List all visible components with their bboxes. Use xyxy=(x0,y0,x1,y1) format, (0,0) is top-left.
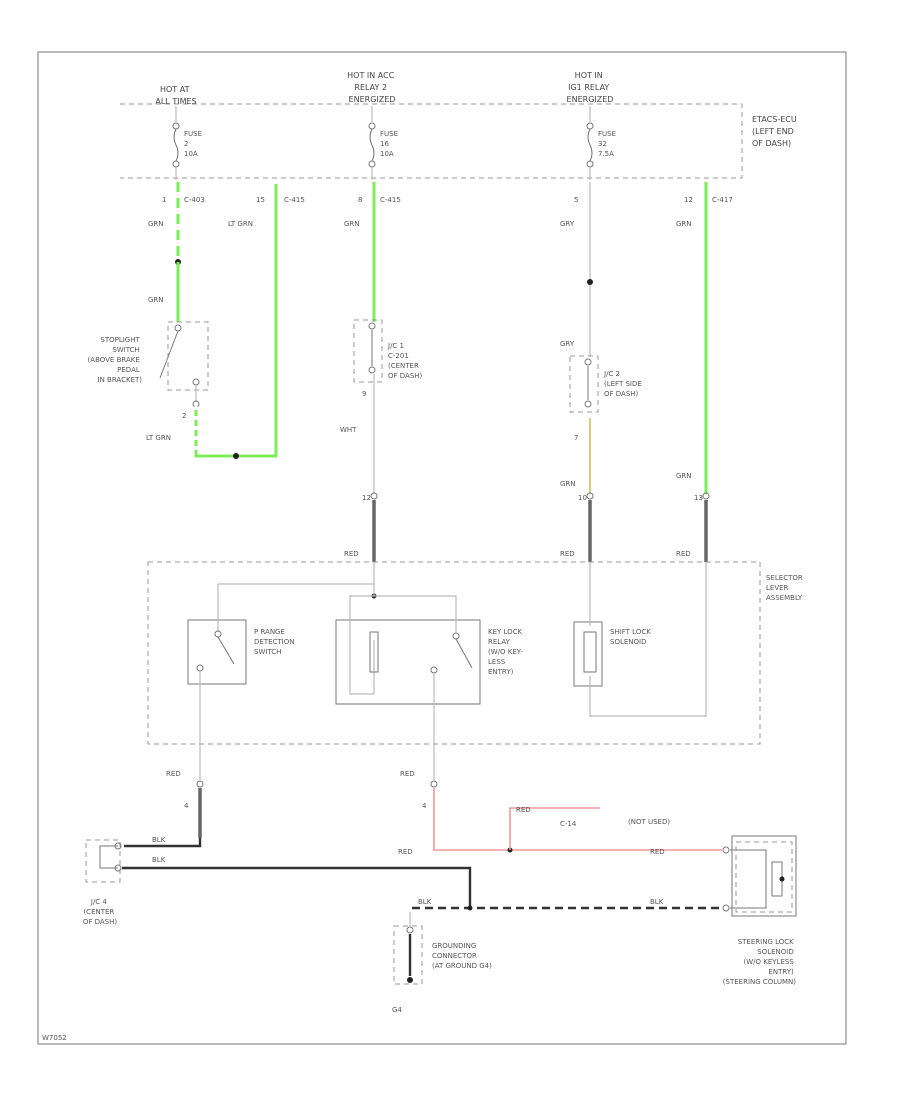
selector-pin-3: 13 xyxy=(694,494,703,502)
wire-label-grn-4b: GRN xyxy=(676,472,692,480)
selector-lever-assembly xyxy=(147,561,761,745)
wire-label-grn-2: GRN xyxy=(344,220,360,228)
lower-pin-left: 4 xyxy=(184,802,189,810)
wire-label-blk-1: BLK xyxy=(152,836,166,844)
stoplight-switch xyxy=(159,321,209,408)
jc4-connector xyxy=(85,839,122,883)
wire-label-grn-3: GRN xyxy=(560,480,576,488)
key-lock-relay xyxy=(335,562,481,780)
wire-label-blk-2: BLK xyxy=(152,856,166,864)
p-range-label: P RANGE DETECTION SWITCH xyxy=(254,628,297,656)
grounding-label: GROUNDING CONNECTOR (AT GROUND G4) xyxy=(432,942,492,970)
wire-label-red-col3: RED xyxy=(560,550,575,558)
wire-label-red-col4: RED xyxy=(676,550,691,558)
wire-label-ltgrn-2: LT GRN xyxy=(228,220,253,228)
jc1-connector xyxy=(353,319,383,383)
steering-lock-solenoid xyxy=(722,835,797,917)
connector-c1: C-403 xyxy=(184,196,205,204)
shift-lock-solenoid xyxy=(573,562,707,717)
not-used-label: (NOT USED) xyxy=(628,818,670,826)
source-label-2: HOT IN ACC RELAY 2 ENERGIZED xyxy=(347,71,397,104)
shift-lock-label: SHIFT LOCK SOLENOID xyxy=(610,628,653,646)
wire-label-grn-1a: GRN xyxy=(148,220,164,228)
ground-g4: G4 xyxy=(392,1006,402,1014)
jc2-pin: 7 xyxy=(574,434,578,442)
source-label-3: HOT IN IG1 RELAY ENERGIZED xyxy=(567,71,614,104)
wire-label-gry-2: GRY xyxy=(560,340,575,348)
jc2-label: J/C 2 (LEFT SIDE OF DASH) xyxy=(603,370,644,398)
diagram-id-footer: W7052 xyxy=(42,1034,67,1042)
jc2-connector xyxy=(569,355,599,413)
stoplight-pin: 2 xyxy=(182,412,186,420)
connector-c3: C-415 xyxy=(380,196,401,204)
key-lock-label: KEY LOCK RELAY (W/O KEY- LESS ENTRY) xyxy=(488,628,525,676)
wire-label-blk-4: BLK xyxy=(650,898,664,906)
wire-red-steering xyxy=(433,788,722,851)
junction-block-outline xyxy=(120,103,743,179)
jc1-label: J/C 1 C-201 (CENTER OF DASH) xyxy=(387,342,423,380)
connector-c4-pin: 5 xyxy=(574,196,578,204)
jc1-pin: 9 xyxy=(362,390,366,398)
wire-red-c14 xyxy=(509,807,600,850)
wire-label-ltgrn-1: LT GRN xyxy=(146,434,171,442)
wire-label-grn-4a: GRN xyxy=(676,220,692,228)
wire-label-red-c14: RED xyxy=(516,806,531,814)
grounding-connector xyxy=(393,912,423,985)
wire-label-red-lower-3: RED xyxy=(398,848,413,856)
connector-c3-pin: 8 xyxy=(358,196,362,204)
connector-c1-pin: 1 xyxy=(162,196,166,204)
wire-label-red-lower-1: RED xyxy=(166,770,181,778)
wire-label-red-lower-2: RED xyxy=(400,770,415,778)
connector-c5: C-417 xyxy=(712,196,733,204)
wire-label-blk-3: BLK xyxy=(418,898,432,906)
stoplight-switch-label: STOPLIGHT SWITCH (ABOVE BRAKE PEDAL IN B… xyxy=(88,336,143,384)
wire-label-grn-1b: GRN xyxy=(148,296,164,304)
lower-pin-mid: 4 xyxy=(422,802,427,810)
wire-label-gry-1: GRY xyxy=(560,220,575,228)
c14-label: C-14 xyxy=(560,820,577,828)
steering-lock-label: STEERING LOCK SOLENOID (W/O KEYLESS ENTR… xyxy=(723,938,796,986)
wire-label-red-col2: RED xyxy=(344,550,359,558)
diagram-frame xyxy=(37,51,847,1045)
connector-c2-pin: 15 xyxy=(256,196,265,204)
p-range-switch xyxy=(187,583,374,780)
wire-label-wht: WHT xyxy=(340,426,357,434)
junction-block-label: ETACS-ECU (LEFT END OF DASH) xyxy=(752,115,799,148)
connector-c5-pin: 12 xyxy=(684,196,693,204)
wire-blk-jc4 xyxy=(124,838,202,848)
selector-pin-2: 10 xyxy=(578,494,587,502)
selector-lever-label: SELECTOR LEVER ASSEMBLY xyxy=(766,574,805,602)
wire-label-red-lower-4: RED xyxy=(650,848,665,856)
connector-c2: C-415 xyxy=(284,196,305,204)
wire-blk-main xyxy=(122,866,472,908)
source-label-1: HOT AT ALL TIMES xyxy=(155,85,196,106)
pin-terminal-col2 xyxy=(370,492,378,500)
jc4-label: J/C 4 (CENTER OF DASH) xyxy=(83,898,118,926)
selector-pin-1: 12 xyxy=(362,494,371,502)
